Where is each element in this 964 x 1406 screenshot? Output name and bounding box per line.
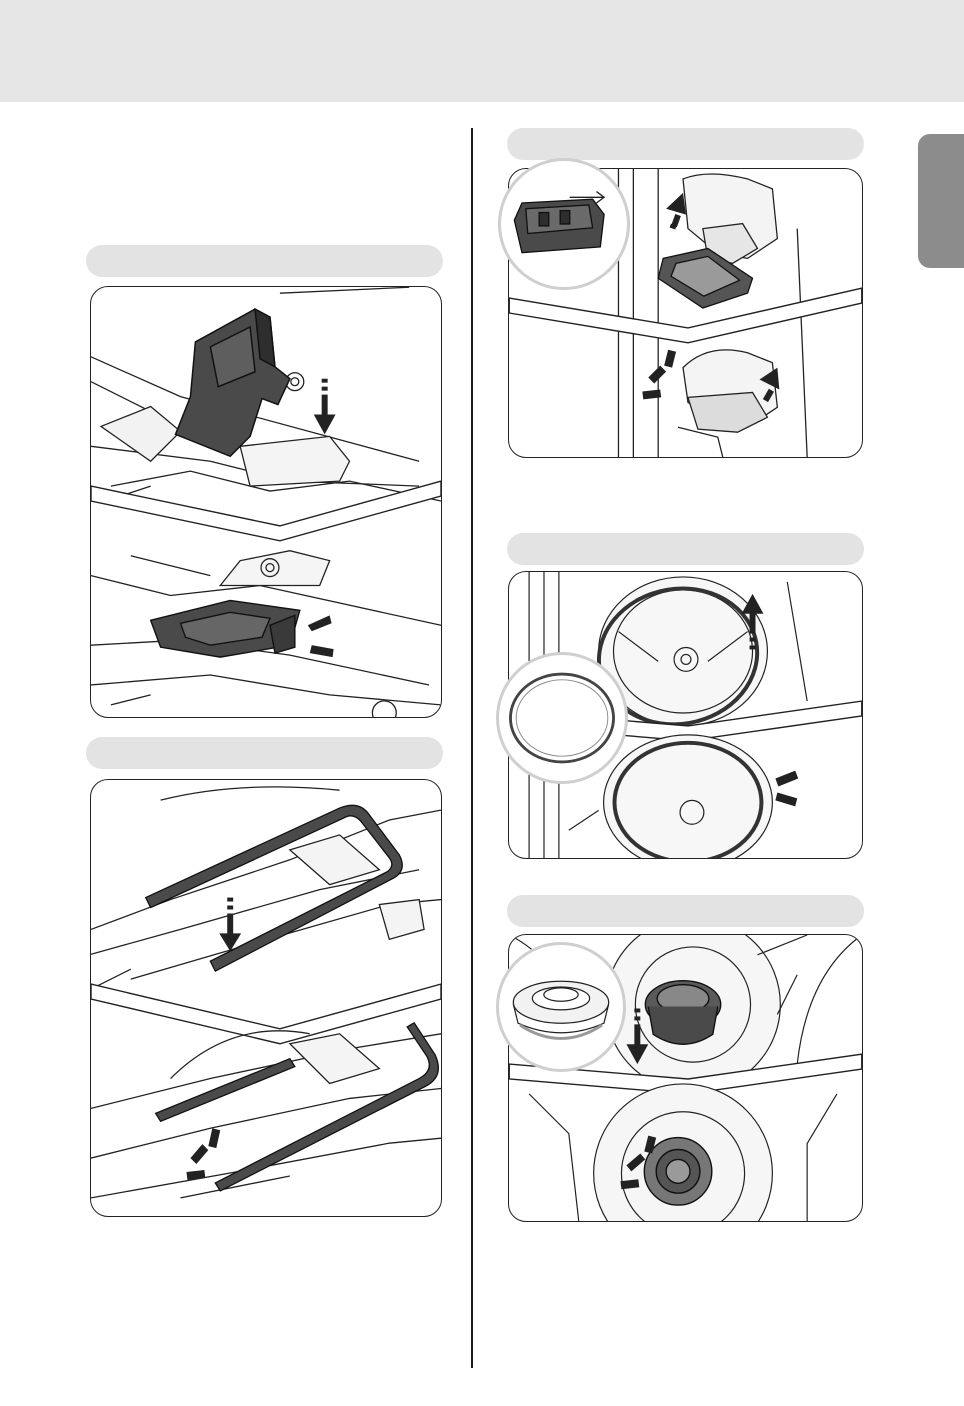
language-side-tab[interactable] bbox=[918, 134, 964, 268]
header-band bbox=[0, 0, 964, 102]
column-divider bbox=[471, 128, 473, 1368]
cap-detail-inset bbox=[498, 158, 630, 290]
step-bar-ring bbox=[507, 533, 864, 565]
ubar-illustration bbox=[91, 780, 441, 1216]
illustration-block-panel bbox=[90, 286, 442, 718]
step-bar-cap bbox=[507, 128, 864, 160]
step-bar-ubar bbox=[86, 737, 443, 769]
ubar-insert-arrow bbox=[219, 898, 241, 952]
block-insert-arrow bbox=[314, 379, 336, 435]
cap-seated-click bbox=[642, 350, 676, 400]
ubar-seated-click bbox=[186, 1128, 220, 1180]
ring-seated-click bbox=[775, 771, 798, 807]
block-seated-click bbox=[308, 615, 334, 657]
block-seated-part bbox=[151, 600, 300, 657]
illustration-ubar-panel bbox=[90, 779, 442, 1217]
block-part bbox=[176, 309, 290, 456]
seal-detail-inset bbox=[496, 942, 626, 1072]
step-bar-block bbox=[86, 245, 443, 277]
step-bar-seal bbox=[507, 895, 864, 927]
seal-part bbox=[645, 981, 720, 1045]
ring-detail-inset bbox=[496, 652, 628, 784]
seal-seated-part bbox=[644, 1138, 712, 1206]
block-illustration bbox=[91, 287, 441, 717]
